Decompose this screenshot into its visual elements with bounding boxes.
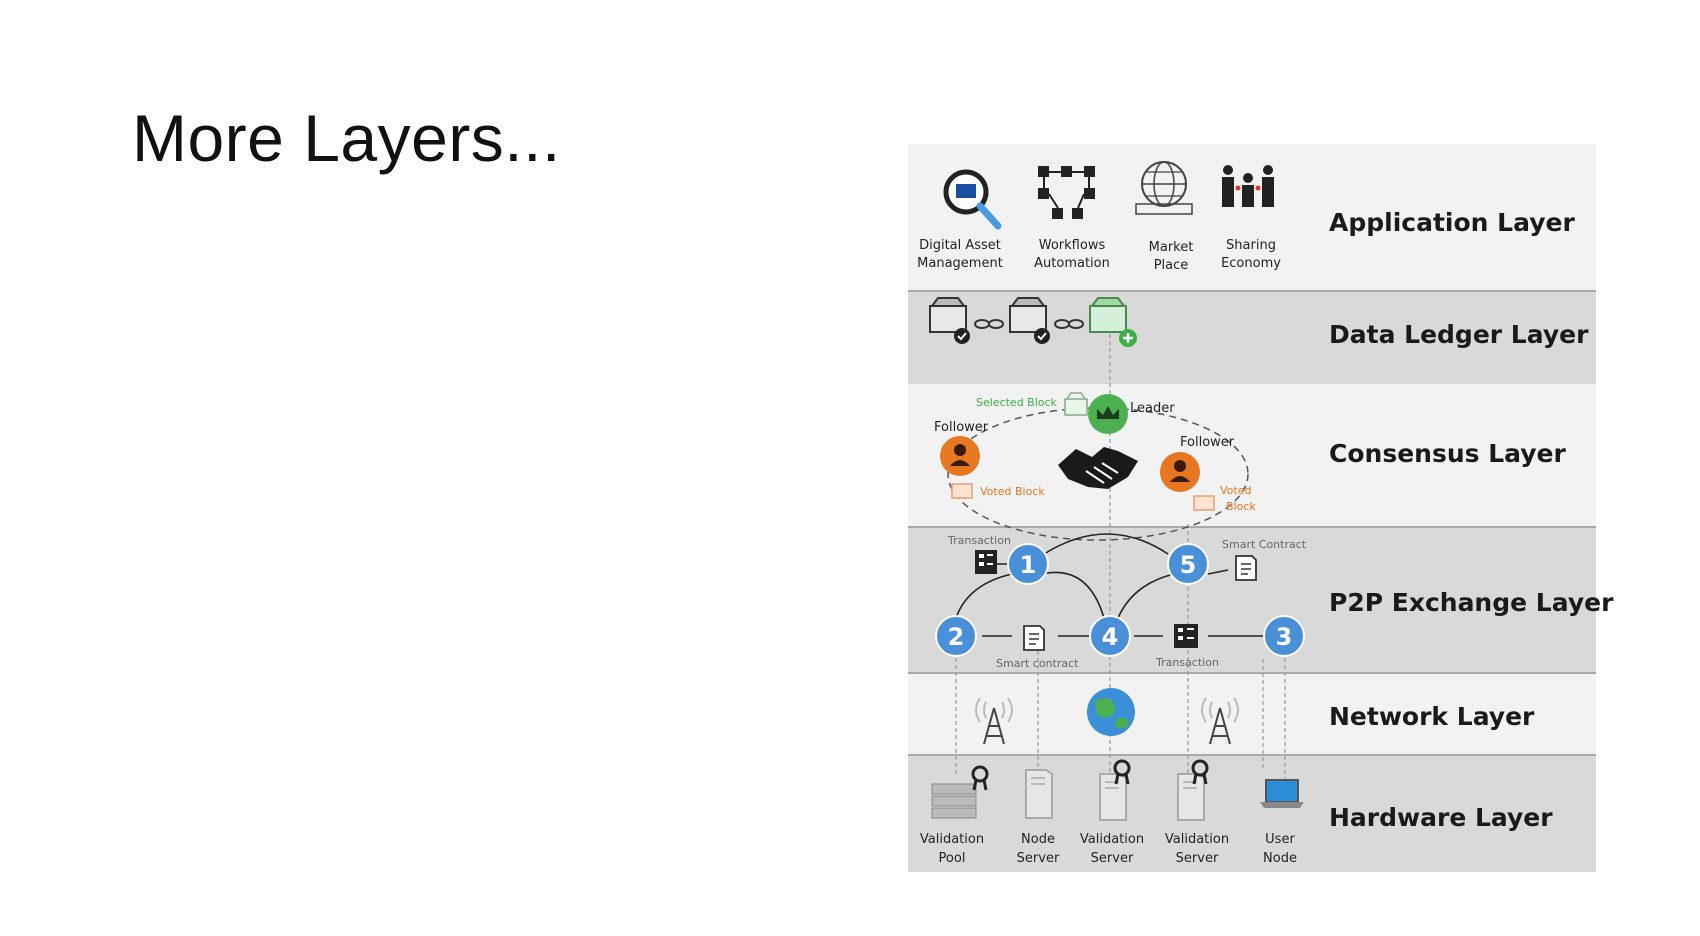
- consensus-layer-band: [908, 384, 1596, 526]
- follower-left-icon: [940, 436, 980, 476]
- layer-label-data-ledger: Data Ledger Layer: [1329, 320, 1589, 349]
- p2p-node-3: 3: [1263, 615, 1305, 657]
- ledger-block-2-icon: [1009, 297, 1050, 344]
- validation-server-1-icon: [1099, 759, 1131, 821]
- transaction-top-label: Transaction: [947, 534, 1011, 547]
- node-server-icon: [1025, 769, 1053, 819]
- svg-text:5: 5: [1180, 551, 1197, 579]
- chain-link-icon: [1054, 319, 1084, 329]
- hw-label-user-node-2: Node: [1263, 851, 1297, 866]
- follower-left-label: Follower: [934, 420, 989, 435]
- chain-link-icon: [974, 319, 1004, 329]
- hw-label-validation-pool-1: Validation: [920, 832, 984, 847]
- hw-label-user-node-1: User: [1265, 832, 1295, 847]
- voted-block-right-label-1: Voted: [1220, 484, 1251, 497]
- hw-label-validation-pool-2: Pool: [939, 851, 966, 866]
- app-label-digital-asset: Digital Asset: [919, 238, 1001, 253]
- ledger-block-1-icon: [929, 297, 970, 344]
- hw-label-validation-server-1b: Server: [1091, 851, 1134, 866]
- layer-label-network: Network Layer: [1329, 702, 1535, 731]
- ledger-block-new-icon: [1089, 297, 1137, 347]
- handshake-icon: [1058, 447, 1138, 489]
- slide-title: More Layers...: [132, 101, 561, 175]
- transaction-bottom-label: Transaction: [1155, 656, 1219, 669]
- voted-block-left-icon: [951, 483, 973, 499]
- selected-block-icon: [1064, 392, 1088, 416]
- hw-label-node-server-1: Node: [1021, 832, 1055, 847]
- hw-label-node-server-2: Server: [1017, 851, 1060, 866]
- app-label-market: Market: [1149, 240, 1194, 255]
- validation-server-2-icon: [1177, 759, 1209, 821]
- hw-label-validation-server-2a: Validation: [1165, 832, 1229, 847]
- app-label-management: Management: [917, 256, 1003, 271]
- layer-label-hardware: Hardware Layer: [1329, 803, 1553, 832]
- follower-right-label: Follower: [1180, 435, 1235, 450]
- p2p-node-5: 5: [1167, 543, 1209, 585]
- transaction-top-icon: [975, 550, 997, 574]
- voted-block-right-icon: [1193, 495, 1215, 511]
- leader-icon: [1088, 394, 1128, 434]
- app-label-sharing: Sharing: [1226, 238, 1276, 253]
- hw-label-validation-server-2b: Server: [1176, 851, 1219, 866]
- follower-right-icon: [1160, 452, 1200, 492]
- app-label-place: Place: [1154, 258, 1189, 273]
- layer-label-application: Application Layer: [1329, 208, 1575, 237]
- network-layer-band: [908, 674, 1596, 754]
- hw-label-validation-server-1a: Validation: [1080, 832, 1144, 847]
- globe-icon: [1087, 688, 1135, 736]
- radio-tower-right-icon: [1201, 697, 1239, 745]
- leader-label: Leader: [1130, 401, 1175, 416]
- layer-label-p2p-exchange: P2P Exchange Layer: [1329, 588, 1614, 617]
- p2p-node-4: 4: [1089, 615, 1131, 657]
- workflow-icon: [1038, 166, 1095, 219]
- validation-pool-icon: [931, 765, 989, 819]
- p2p-node-1: 1: [1007, 543, 1049, 585]
- magnifier-icon: [943, 169, 1002, 230]
- p2p-node-2: 2: [935, 615, 977, 657]
- voted-block-left-label: Voted Block: [980, 485, 1045, 498]
- app-label-workflows: Workflows: [1039, 238, 1106, 253]
- smart-contract-top-icon: [1235, 555, 1257, 581]
- smart-contract-top-label: Smart Contract: [1222, 538, 1307, 551]
- transaction-bottom-icon: [1174, 624, 1198, 648]
- sharing-people-icon: [1222, 165, 1274, 207]
- layer-label-consensus: Consensus Layer: [1329, 439, 1566, 468]
- hardware-layer-band: [908, 756, 1596, 872]
- svg-text:2: 2: [948, 623, 965, 651]
- layered-architecture-diagram: Application Layer Data Ledger Layer Cons…: [908, 144, 1614, 872]
- user-node-laptop-icon: [1260, 779, 1304, 808]
- marketplace-icon: [1135, 161, 1193, 215]
- selected-block-label: Selected Block: [976, 396, 1058, 409]
- app-label-automation: Automation: [1034, 256, 1110, 271]
- svg-text:1: 1: [1020, 551, 1037, 579]
- svg-text:3: 3: [1276, 623, 1293, 651]
- radio-tower-left-icon: [975, 697, 1013, 745]
- smart-contract-bottom-icon: [1023, 625, 1045, 651]
- smart-contract-bottom-label: Smart contract: [996, 657, 1079, 670]
- application-layer-band: [908, 144, 1596, 290]
- voted-block-right-label-2: Block: [1226, 500, 1256, 513]
- app-label-economy: Economy: [1221, 256, 1281, 271]
- svg-text:4: 4: [1102, 623, 1119, 651]
